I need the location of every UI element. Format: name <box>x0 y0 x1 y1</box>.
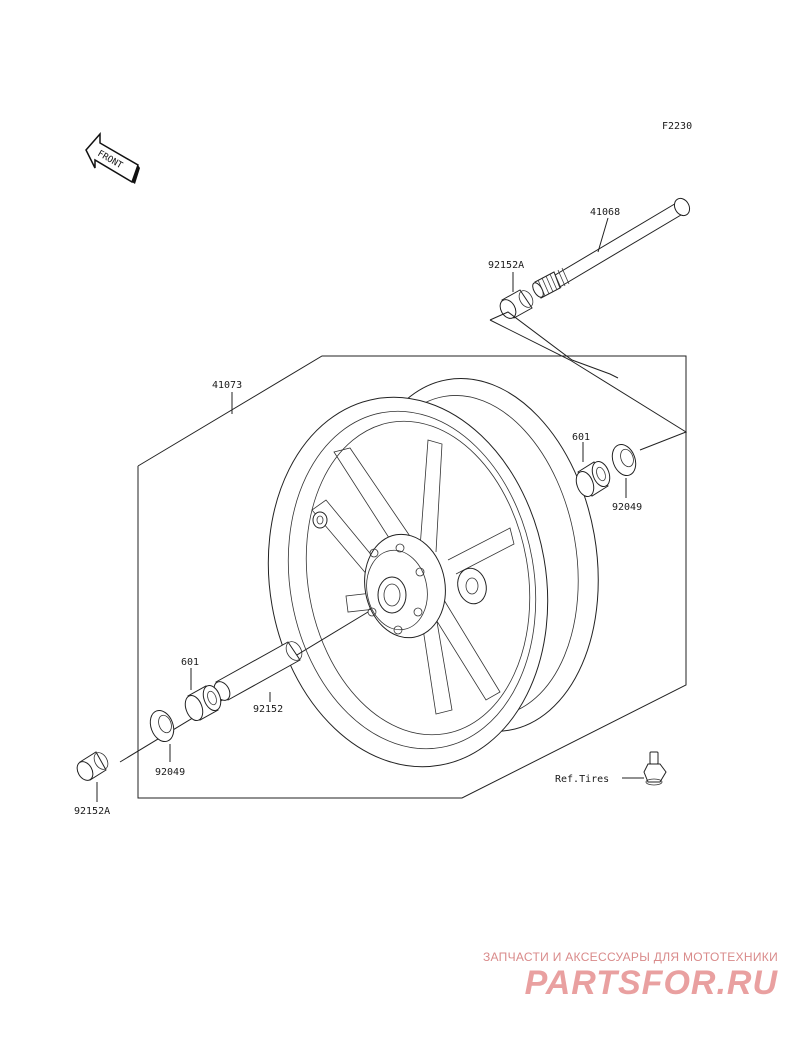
frame-right-link <box>489 319 688 451</box>
collar-bottom-92152a <box>76 751 109 781</box>
bearing-right-601 <box>575 460 611 498</box>
bearing-left-601 <box>184 684 222 722</box>
seal-right-92049 <box>611 444 637 476</box>
diagram-code: F2230 <box>662 121 692 132</box>
label-seal-left: 92049 <box>155 767 185 778</box>
collar-top-92152a <box>499 289 534 319</box>
label-collar-bottom: 92152A <box>74 806 110 817</box>
frame-top-link <box>489 311 619 379</box>
watermark: ЗАПЧАСТИ И АКСЕССУАРЫ ДЛЯ МОТОТЕХНИКИ PA… <box>0 950 800 1047</box>
leader-axle <box>597 217 609 253</box>
label-seal-right: 92049 <box>612 502 642 513</box>
label-valve: Ref.Tires <box>555 774 609 785</box>
spacer-92152 <box>213 641 303 701</box>
watermark-brand: PARTSFOR.RU <box>524 964 778 1002</box>
label-bearing-left: 601 <box>181 657 199 668</box>
axle-41068 <box>532 197 691 299</box>
assembly-frame <box>137 355 687 799</box>
seal-left-92049 <box>149 710 175 742</box>
label-spacer: 92152 <box>253 704 283 715</box>
label-axle: 41068 <box>590 207 620 218</box>
wheel-41073 <box>267 378 599 768</box>
label-collar-top: 92152A <box>488 260 524 271</box>
watermark-tagline: ЗАПЧАСТИ И АКСЕССУАРЫ ДЛЯ МОТОТЕХНИКИ <box>482 950 778 964</box>
label-bearing-right: 601 <box>572 432 590 443</box>
front-arrow-icon: FRONT <box>85 132 140 184</box>
label-wheel: 41073 <box>212 380 242 391</box>
valve-stem-icon <box>643 751 667 786</box>
